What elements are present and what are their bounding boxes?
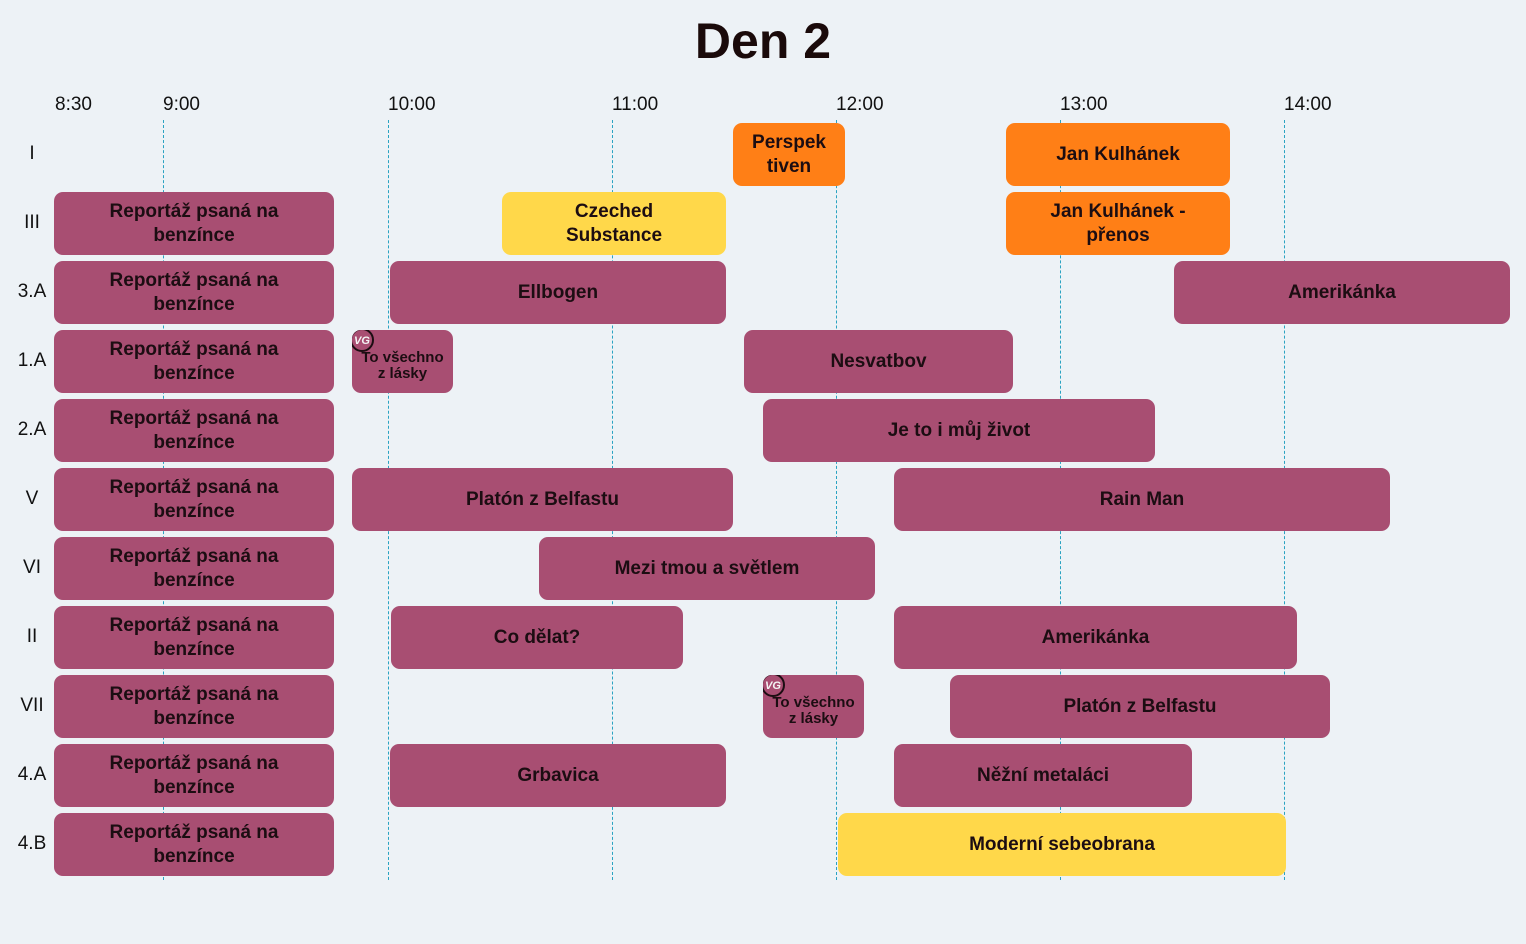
room-label-v: V xyxy=(25,488,39,509)
event-block-rain-man[interactable]: Rain Man xyxy=(894,468,1390,531)
time-label-11-00: 11:00 xyxy=(612,94,659,115)
svg-text:VG: VG xyxy=(354,335,370,347)
event-title: Ellbogen xyxy=(517,281,599,303)
event-block-amerikanka[interactable]: Amerikánka xyxy=(1174,261,1510,324)
event-title: Je to i můj život xyxy=(887,419,1031,441)
event-title: Jan Kulhánek -přenos xyxy=(1050,200,1186,246)
event-title: Jan Kulhánek xyxy=(1056,143,1180,165)
event-block-platon-z-belfastu[interactable]: Platón z Belfastu xyxy=(352,468,733,531)
room-label-vi: VI xyxy=(23,557,41,578)
room-label-ii: II xyxy=(26,626,38,647)
room-label-2-a: 2.A xyxy=(17,419,47,440)
event-block-grbavica[interactable]: Grbavica xyxy=(390,744,726,807)
event-block-amerikanka[interactable]: Amerikánka xyxy=(894,606,1297,669)
svg-text:VG: VG xyxy=(765,680,781,692)
event-block-nezni-metalaci[interactable]: Něžní metaláci xyxy=(894,744,1192,807)
time-label-10-00: 10:00 xyxy=(388,94,436,115)
event-title: Moderní sebeobrana xyxy=(969,833,1155,855)
event-block-ellbogen[interactable]: Ellbogen xyxy=(390,261,726,324)
event-block-moderni-sebeobrana[interactable]: Moderní sebeobrana xyxy=(838,813,1286,876)
event-title: Nesvatbov xyxy=(830,350,927,372)
room-label-4-b: 4.B xyxy=(17,833,47,854)
event-title: Grbavica xyxy=(517,764,599,786)
vg-logo-icon: VG xyxy=(352,330,375,353)
event-title: Platón z Belfastu xyxy=(465,488,620,510)
room-label-iii: III xyxy=(24,212,40,233)
event-title: Platón z Belfastu xyxy=(1063,695,1217,717)
event-title: Mezi tmou a světlem xyxy=(614,557,800,579)
event-block-je-to-i-muj-zivot[interactable]: Je to i můj život xyxy=(763,399,1155,462)
event-block-nesvatbov[interactable]: Nesvatbov xyxy=(744,330,1013,393)
time-label-8-30: 8:30 xyxy=(55,94,92,115)
event-block-platon-z-belfastu[interactable]: Platón z Belfastu xyxy=(950,675,1330,738)
event-block-jan-kulhanek-prenos[interactable]: Jan Kulhánek -přenos xyxy=(1006,192,1230,255)
event-title: Něžní metaláci xyxy=(977,764,1109,786)
room-label-4-a: 4.A xyxy=(17,764,47,785)
page-title: Den 2 xyxy=(694,13,832,69)
time-gridline xyxy=(836,120,837,880)
room-label-vii: VII xyxy=(20,695,44,716)
event-title: Rain Man xyxy=(1099,488,1185,510)
room-label-1-a: 1.A xyxy=(17,350,47,371)
event-block-mezi-tmou-a-svetlem[interactable]: Mezi tmou a světlem xyxy=(539,537,875,600)
event-title: Co dělat? xyxy=(493,626,581,648)
time-label-14-00: 14:00 xyxy=(1284,94,1332,115)
event-title: Amerikánka xyxy=(1041,626,1150,648)
event-block-co-delat[interactable]: Co dělat? xyxy=(391,606,683,669)
event-title: Amerikánka xyxy=(1288,281,1396,303)
event-block-jan-kulhanek[interactable]: Jan Kulhánek xyxy=(1006,123,1230,186)
time-label-9-00: 9:00 xyxy=(163,94,200,115)
time-label-13-00: 13:00 xyxy=(1060,94,1108,115)
room-label-i: I xyxy=(29,143,35,164)
time-label-12-00: 12:00 xyxy=(836,94,884,115)
room-label-3-a: 3.A xyxy=(17,281,47,302)
vg-logo-icon: VG xyxy=(763,675,786,698)
